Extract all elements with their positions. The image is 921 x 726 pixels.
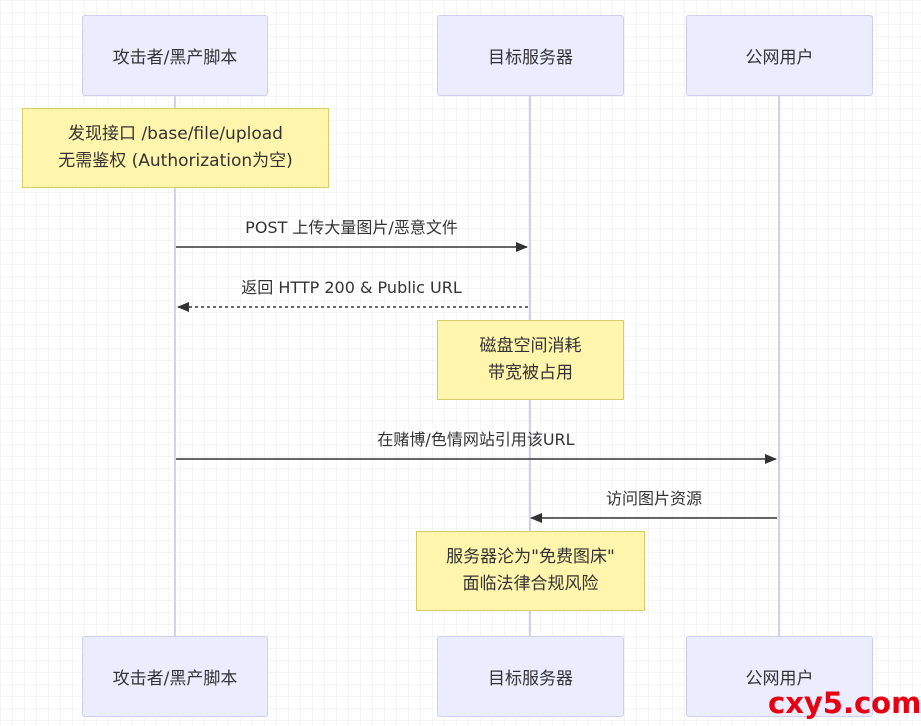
message-arrows	[176, 242, 777, 523]
actor-users-label: 公网用户	[745, 669, 814, 689]
actor-server-label: 目标服务器	[488, 48, 573, 68]
actor-users-label: 公网用户	[745, 48, 814, 68]
actor-server-top: 目标服务器	[437, 15, 624, 96]
users-lifeline	[778, 96, 780, 636]
actor-attacker-label: 攻击者/黑产脚本	[112, 669, 238, 689]
actor-server-bottom: 目标服务器	[437, 636, 624, 717]
attacker-lifeline	[174, 96, 176, 636]
note-line: 无需鉴权 (Authorization为空)	[58, 151, 293, 171]
actor-attacker-top: 攻击者/黑产脚本	[82, 15, 268, 96]
message-cite-label: 在赌博/色情网站引用该URL	[377, 430, 575, 449]
note-line: 磁盘空间消耗	[479, 336, 582, 356]
message-upload-label: POST 上传大量图片/恶意文件	[245, 218, 458, 237]
note-image-hosting-risk: 服务器沦为"免费图床" 面临法律合规风险	[416, 531, 645, 611]
watermark-logo: cxy5.com	[768, 686, 921, 720]
note-line: 发现接口 /base/file/upload	[68, 124, 283, 144]
actor-attacker-label: 攻击者/黑产脚本	[112, 48, 238, 68]
actor-server-label: 目标服务器	[488, 669, 573, 689]
note-line: 服务器沦为"免费图床"	[446, 547, 615, 567]
note-line: 面临法律合规风险	[462, 574, 599, 594]
note-discover-endpoint: 发现接口 /base/file/upload 无需鉴权 (Authorizati…	[22, 108, 329, 188]
message-reply-label: 返回 HTTP 200 & Public URL	[241, 278, 462, 297]
note-resource-consumption: 磁盘空间消耗 带宽被占用	[437, 320, 624, 400]
actor-attacker-bottom: 攻击者/黑产脚本	[82, 636, 268, 717]
note-line: 带宽被占用	[488, 363, 573, 383]
actor-users-top: 公网用户	[686, 15, 873, 96]
message-visit-label: 访问图片资源	[605, 489, 702, 508]
actor-users-bottom: 公网用户	[686, 636, 873, 717]
